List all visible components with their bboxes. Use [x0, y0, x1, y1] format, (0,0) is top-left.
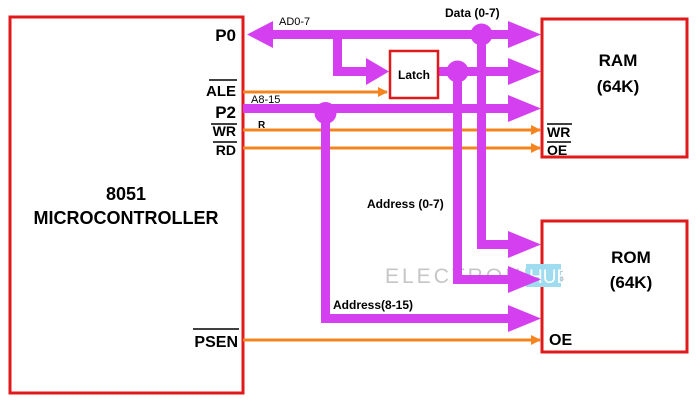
pin-psen-label: PSEN — [194, 334, 238, 351]
latch-label: Latch — [398, 68, 430, 82]
rom-oe-label: OE — [549, 332, 572, 349]
addr-low-vertical — [453, 67, 462, 284]
rom-title-line2: (64K) — [610, 273, 653, 292]
label-data: Data (0-7) — [445, 6, 500, 20]
latch-box — [388, 49, 440, 100]
latch-in-arrow — [366, 58, 389, 85]
addr-low-arrow-rom — [508, 266, 541, 293]
pin-p2-label: P2 — [215, 103, 236, 122]
data-bus-vertical — [477, 30, 486, 249]
bus-lines — [243, 21, 541, 332]
data-arrow-ram — [508, 21, 541, 48]
pin-wr-label: WR — [213, 123, 236, 139]
rom-title-line1: ROM — [611, 248, 651, 267]
ram-oe-label: OE — [547, 142, 567, 158]
pin-ale-label: ALE — [206, 83, 236, 100]
control-lines — [243, 87, 541, 345]
ram-wr-label: WR — [547, 124, 570, 140]
pin-rd-label: RD — [216, 142, 236, 158]
junction-data — [470, 23, 493, 46]
label-r: R — [258, 120, 266, 131]
rom-box — [540, 219, 689, 354]
p2-arrow-ram — [508, 95, 541, 122]
mcu-title-line1: 8051 — [106, 184, 146, 204]
addr-high-arrow-rom — [508, 305, 541, 332]
ram-title-line1: RAM — [599, 51, 638, 70]
mcu-title-line2: MICROCONTROLLER — [34, 208, 219, 228]
mcu-box — [8, 15, 245, 395]
label-address-high: Address(8-15) — [333, 298, 413, 312]
watermark-badge-text: HUB — [529, 267, 569, 288]
ram-title-line2: (64K) — [597, 77, 640, 96]
data-arrow-rom — [508, 231, 541, 258]
p0-arrow-left — [247, 21, 273, 48]
ram-box — [540, 17, 689, 159]
label-a8-15: A8-15 — [251, 94, 280, 106]
addr-low-arrow-ram — [508, 58, 541, 85]
addr-high-vertical — [321, 104, 330, 323]
label-address-low: Address (0-7) — [367, 197, 444, 211]
junction-addr-low — [446, 60, 469, 83]
pin-p0-label: P0 — [215, 26, 236, 45]
junction-addr-high — [314, 102, 337, 124]
label-ad0-7: AD0-7 — [279, 16, 310, 28]
